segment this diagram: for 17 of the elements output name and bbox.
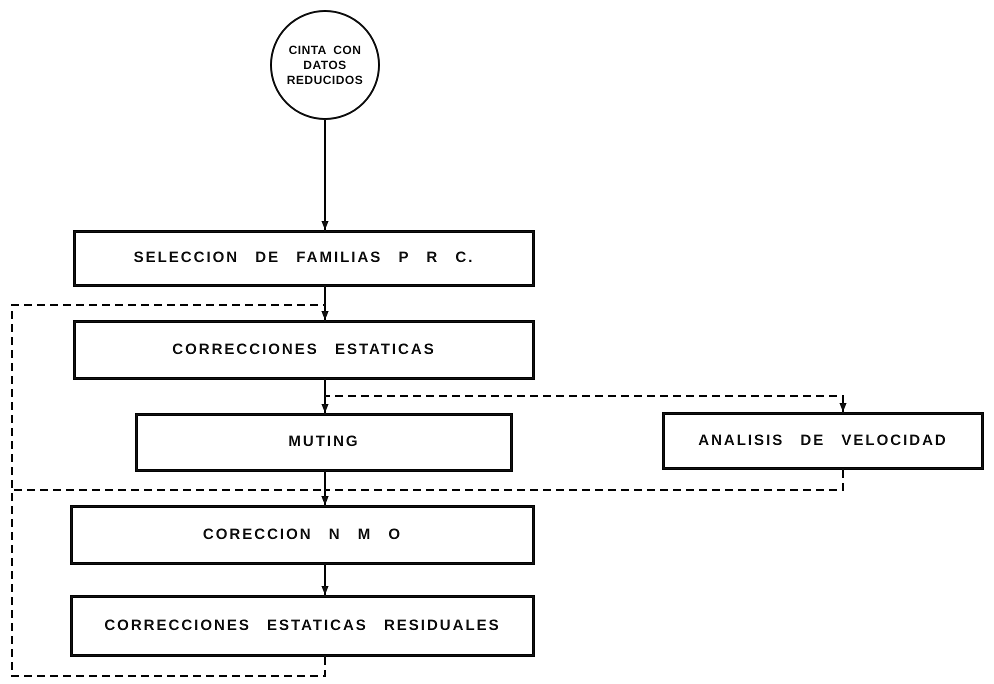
node-label: CORRECCIONES ESTATICAS RESIDUALES [104, 616, 501, 636]
node-label: CINTA CON DATOS REDUCIDOS [286, 42, 364, 88]
node-label: MUTING [288, 433, 360, 452]
dashed-arrow [321, 470, 844, 505]
node-label: ANALISIS DE VELOCIDAD [698, 432, 948, 450]
arrow [321, 120, 329, 230]
process-box [662, 412, 984, 470]
process-box [70, 595, 535, 657]
arrow [321, 565, 329, 595]
process-box [73, 230, 535, 287]
process-box [135, 413, 513, 472]
process-box [70, 505, 535, 565]
process-box [73, 320, 535, 380]
node-label: SELECCION DE FAMILIAS P R C. [134, 249, 474, 268]
node-label: CORECCION N M O [202, 526, 402, 544]
dashed-arrow [11, 489, 329, 677]
node-label: CORRECCIONES ESTATICAS [172, 340, 436, 360]
